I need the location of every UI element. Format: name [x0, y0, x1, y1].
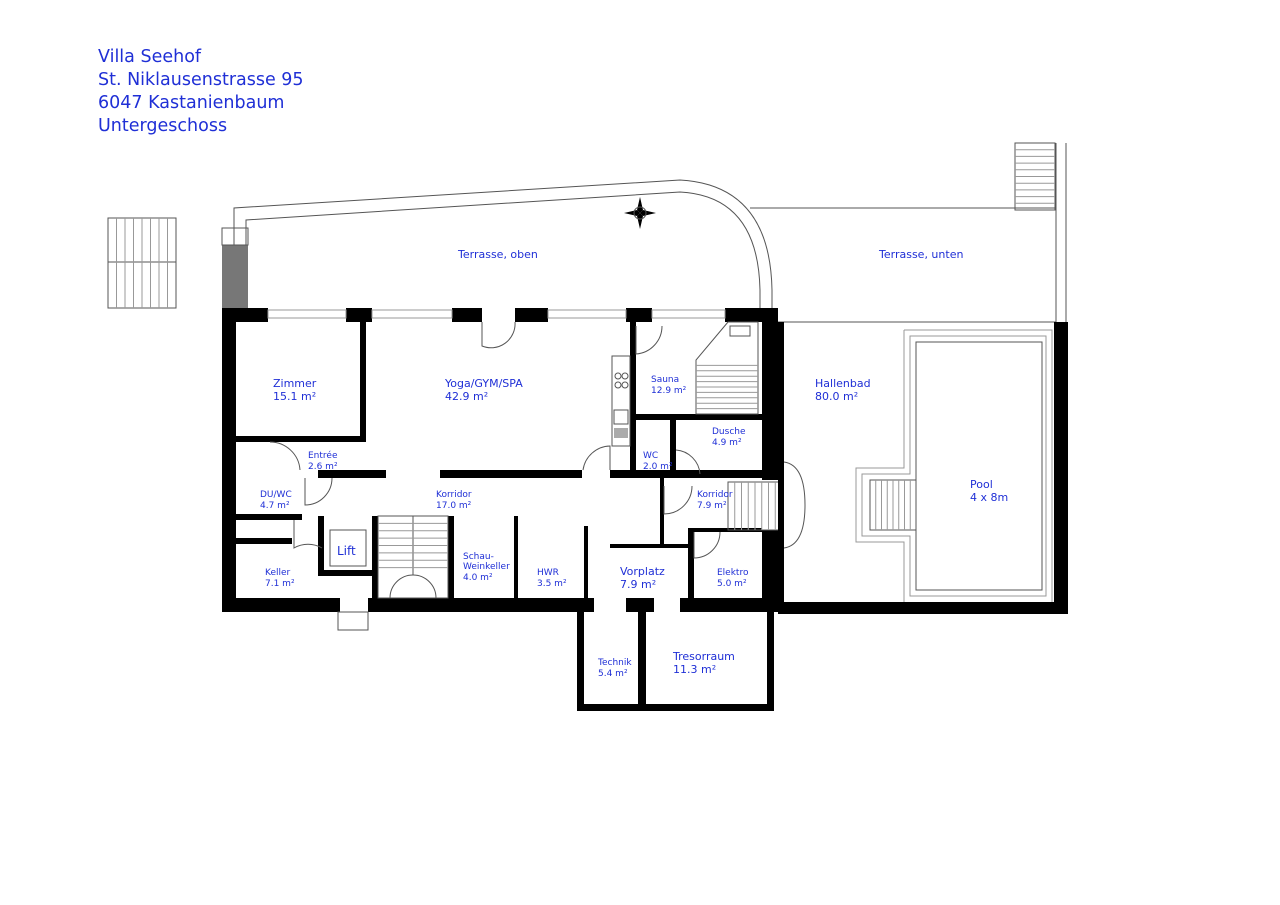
- room-area: 15.1 m²: [273, 390, 316, 403]
- room-area: 17.0 m²: [436, 501, 472, 511]
- room-area: 2.0 m²: [643, 462, 673, 472]
- room-name: Lift: [337, 544, 356, 558]
- room-name: Yoga/GYM/SPA: [444, 377, 523, 390]
- room-area: 4 x 8m: [970, 491, 1008, 504]
- room-name: Weinkeller: [463, 562, 510, 572]
- room-name: Sauna: [651, 375, 679, 385]
- room-name: DU/WC: [260, 490, 292, 500]
- room-area: 12.9 m²: [651, 386, 687, 396]
- room-name: Korridor: [697, 490, 733, 500]
- room-area: 4.7 m²: [260, 501, 290, 511]
- room-area: 3.5 m²: [537, 579, 567, 589]
- room-area: 4.9 m²: [712, 438, 742, 448]
- room-area: 5.0 m²: [717, 579, 747, 589]
- room-area: 5.4 m²: [598, 669, 628, 679]
- terrace-upper-label: Terrasse, oben: [457, 248, 538, 261]
- room-name: Keller: [265, 568, 291, 578]
- doors: [269, 321, 721, 559]
- room-area: 7.9 m²: [620, 578, 656, 591]
- room-name: Tresorraum: [672, 650, 735, 663]
- terrace-lower-outline: [750, 143, 1067, 323]
- room-name: Hallenbad: [815, 377, 871, 390]
- room-name: Entrée: [308, 450, 338, 461]
- room-name: Zimmer: [273, 377, 317, 390]
- room-area: 4.0 m²: [463, 573, 493, 583]
- room-area: 11.3 m²: [673, 663, 716, 676]
- room-name: Pool: [970, 478, 993, 491]
- walls: [222, 308, 778, 612]
- property-name: Villa Seehof: [98, 47, 202, 67]
- room-area: 7.1 m²: [265, 579, 295, 589]
- hallenbad-walls: [778, 322, 1068, 614]
- annex-walls: [577, 610, 774, 711]
- compass-rose-icon: [624, 197, 656, 229]
- interior-stairs: [377, 515, 449, 599]
- kitchenette: [611, 355, 631, 447]
- exterior-stairs-right: [1014, 142, 1056, 211]
- room-area: 42.9 m²: [445, 390, 488, 403]
- floor-name: Untergeschoss: [98, 116, 228, 136]
- hatched-column: [222, 245, 248, 308]
- room-name: Elektro: [717, 568, 749, 578]
- hallenbad-stairs: [727, 461, 806, 549]
- sauna-bench: [695, 321, 759, 415]
- room-name: Vorplatz: [620, 565, 665, 578]
- room-name: Technik: [597, 658, 632, 668]
- room-name: HWR: [537, 568, 559, 578]
- pool-basin: [855, 329, 1053, 602]
- lift-car: [329, 529, 367, 567]
- room-area: 80.0 m²: [815, 390, 858, 403]
- city: 6047 Kastanienbaum: [98, 93, 285, 113]
- terrace-upper-outline: [233, 179, 773, 308]
- room-area: 2.6 m²: [308, 462, 338, 472]
- street-address: St. Niklausenstrasse 95: [98, 70, 304, 90]
- room-area: 7.9 m²: [697, 501, 727, 511]
- light-well: [337, 611, 369, 631]
- room-name: Schau-: [463, 552, 494, 562]
- plan-title-block: Villa Seehof St. Niklausenstrasse 95 604…: [98, 46, 304, 138]
- exterior-stairs-left: [107, 217, 177, 309]
- terrace-lower-label: Terrasse, unten: [878, 248, 963, 261]
- room-name: Dusche: [712, 427, 746, 437]
- room-name: Korridor: [436, 490, 472, 500]
- room-name: WC: [643, 451, 658, 461]
